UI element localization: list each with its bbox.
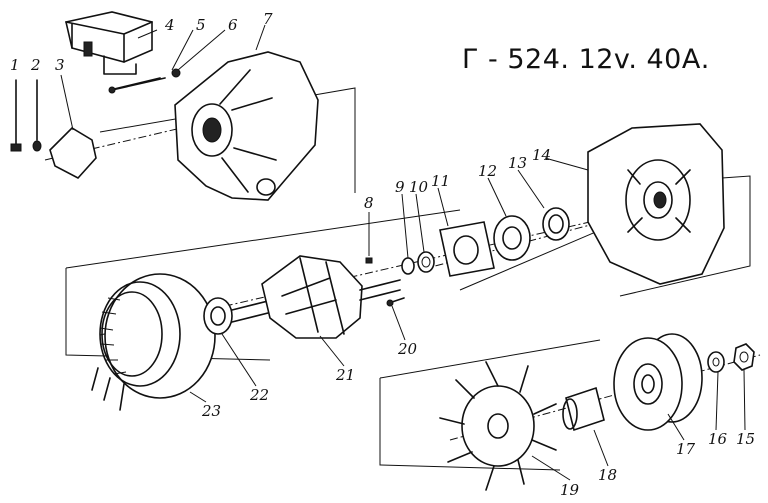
part-3-cover [49,74,97,179]
part-21-rotor [231,255,401,339]
part-11-bearing-plate [439,221,495,277]
part-6-nut [171,68,181,78]
callout-9: 9 [395,178,405,196]
callout-14: 14 [532,146,551,164]
callout-6: 6 [228,16,238,34]
callout-leaders [137,24,746,481]
callout-22: 22 [249,386,269,404]
callout-21: 21 [335,366,355,384]
part-14-front-housing [587,123,725,285]
callout-15: 15 [736,430,755,448]
part-13-spacer [542,207,570,241]
part-22-bearing [203,297,233,335]
part-19-fan [439,361,557,491]
part-16-washer [707,351,725,373]
part-4-brush-holder [65,11,161,91]
callout-10: 10 [409,178,429,196]
diagram-title: Г - 524. 12v. 40А. [462,44,710,75]
part-20-screw [386,297,405,307]
part-23-stator [91,273,216,411]
callout-17: 17 [676,440,696,458]
callout-labels: 1 2 3 4 5 6 7 8 9 10 11 12 13 14 15 16 1… [10,10,755,499]
part-12-bearing [493,215,531,261]
part-7-rear-housing [174,51,319,201]
part-9-washer [401,257,415,275]
part-10-ring [417,251,435,273]
callout-12: 12 [478,162,497,180]
callout-18: 18 [598,466,617,484]
callout-2: 2 [30,56,41,74]
part-15-nut [733,343,755,371]
callout-23: 23 [201,402,221,420]
callout-5: 5 [196,16,206,34]
part-18-bushing [562,386,605,432]
part-17-pulley [613,333,703,431]
callout-3: 3 [55,56,65,74]
callout-19: 19 [560,481,580,499]
part-8-key [365,212,373,264]
callout-20: 20 [397,340,418,358]
callout-1: 1 [10,56,20,74]
part-1-screw [10,79,22,152]
callout-16: 16 [708,430,728,448]
callout-13: 13 [508,154,527,172]
callout-11: 11 [431,172,450,190]
callout-8: 8 [364,194,374,212]
part-2-washer [32,79,42,152]
part-5-screw [108,77,166,94]
callout-4: 4 [164,16,175,34]
callout-7: 7 [263,10,273,28]
